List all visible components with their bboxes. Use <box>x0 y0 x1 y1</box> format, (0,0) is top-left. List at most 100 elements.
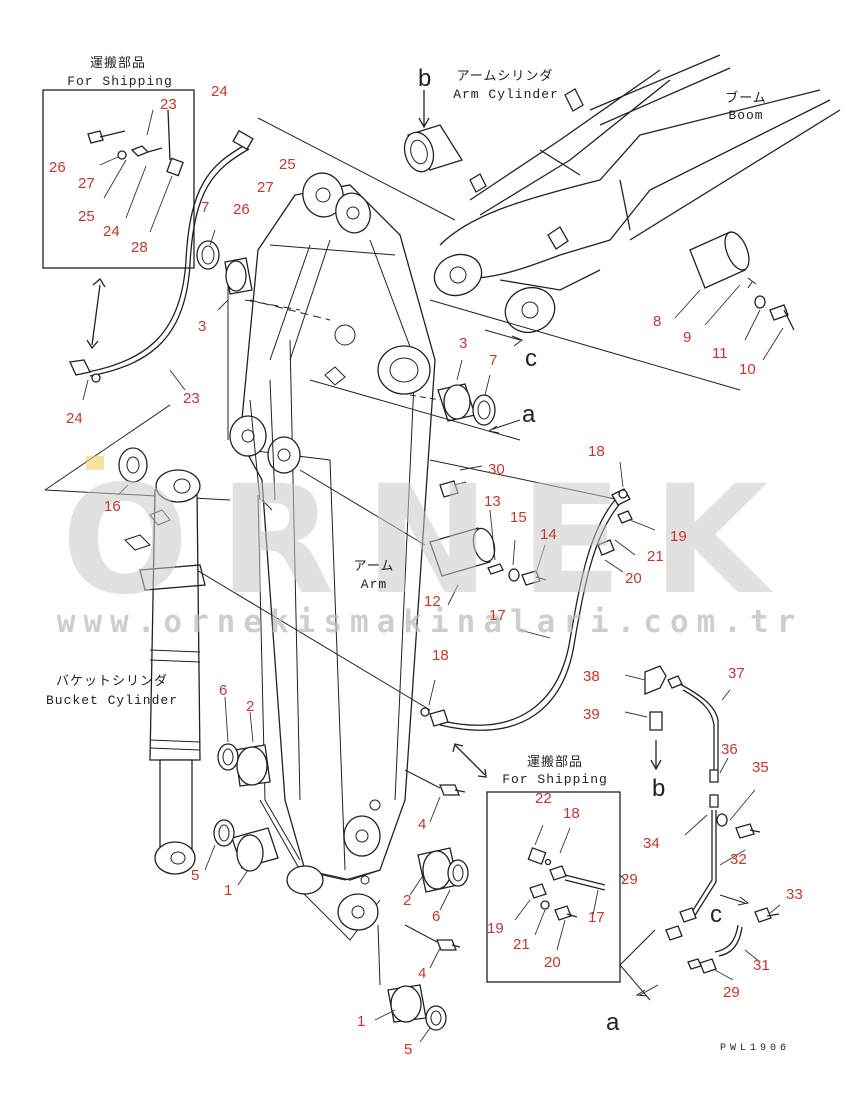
part-number: 5 <box>191 867 199 884</box>
part-number: 17 <box>489 607 506 624</box>
hose-17-center <box>420 461 656 731</box>
pin-8-assembly <box>674 231 795 361</box>
part-number: 18 <box>588 443 605 460</box>
part-number: 24 <box>66 410 83 427</box>
part-number: 7 <box>201 199 209 216</box>
part-number: 29 <box>621 871 638 888</box>
part-number: 23 <box>183 390 200 407</box>
pin-1-bottom <box>374 924 447 1043</box>
view-leader-lines <box>44 117 741 711</box>
shipping-bottom-jp-label: 運搬部品 <box>527 755 583 770</box>
shipping-bottom-en-label: For Shipping <box>502 772 608 787</box>
bucket-cylinder <box>124 469 206 875</box>
part-number: 24 <box>211 83 228 100</box>
part-number: 33 <box>786 886 803 903</box>
washer-16 <box>117 447 148 496</box>
part-number: 1 <box>224 882 232 899</box>
part-number: 35 <box>752 759 769 776</box>
drawing-code: PWL1906 <box>720 1043 790 1054</box>
part-number: 30 <box>488 461 505 478</box>
boom-en-label: Boom <box>728 108 763 123</box>
part-number: 9 <box>683 329 691 346</box>
part-number: 25 <box>279 156 296 173</box>
watermark-url: www.ornekismakinalari.com.tr <box>57 604 804 640</box>
part-number: 34 <box>643 835 660 852</box>
part-number: 29 <box>723 984 740 1001</box>
arm-jp-label: アーム <box>354 559 395 574</box>
part-number: 32 <box>730 851 747 868</box>
part-number: 10 <box>739 361 756 378</box>
piping-right <box>619 665 781 1001</box>
part-number: 28 <box>131 239 148 256</box>
arm-en-label: Arm <box>361 577 387 592</box>
part-number: 20 <box>625 570 642 587</box>
arm-cylinder-jp-label: アームシリンダ <box>457 69 554 84</box>
pin-12-assembly <box>429 509 547 606</box>
part-number: 19 <box>487 920 504 937</box>
dashed-lines <box>244 299 301 311</box>
part-number: 19 <box>670 528 687 545</box>
part-number: 6 <box>432 908 440 925</box>
part-number: 16 <box>104 498 121 515</box>
view-marker-a-bottom: a <box>606 1009 620 1036</box>
shipping-box-bottom: 運搬部品 For Shipping <box>486 755 626 983</box>
part-number: 13 <box>484 493 501 510</box>
part-number: 4 <box>418 965 426 982</box>
part-number: 38 <box>583 668 600 685</box>
part-number: 23 <box>160 96 177 113</box>
pin-1-left <box>204 819 279 886</box>
part-number: 6 <box>219 682 227 699</box>
view-marker-a-mid: a <box>522 401 536 428</box>
bushing-2-6-left <box>217 696 271 787</box>
arm-cylinder-bushing <box>403 90 463 173</box>
hose-23-left <box>69 129 254 401</box>
arm-body <box>227 172 436 941</box>
part-number: 25 <box>78 208 95 225</box>
component-labels: アームシリンダ Arm Cylinder ブーム Boom アーム Arm バケ… <box>46 69 767 708</box>
boom-jp-label: ブーム <box>725 90 767 106</box>
watermark: ORNEK www.ornekismakinalari.com.tr <box>57 454 804 640</box>
part-number: 1 <box>357 1013 365 1030</box>
bushing-3-7-mid <box>409 359 496 426</box>
part-number: 18 <box>563 805 580 822</box>
part-number: 11 <box>712 345 728 362</box>
view-markers: b c a b c a <box>418 65 722 1036</box>
part-number: 26 <box>233 201 250 218</box>
part-number: 21 <box>647 548 664 565</box>
part-number: 2 <box>403 892 411 909</box>
part-number: 37 <box>728 665 745 682</box>
shipping-arrow-left <box>86 278 106 350</box>
shipping-arrow-center <box>452 743 487 778</box>
bushing-3-7-left <box>196 229 331 321</box>
part-number: 8 <box>653 313 661 330</box>
part-number: 21 <box>513 936 530 953</box>
view-marker-b-top: b <box>418 65 431 92</box>
bucket-cylinder-jp-label: バケットシリンダ <box>56 674 168 689</box>
arm-cylinder-en-label: Arm Cylinder <box>453 87 559 102</box>
part-number: 24 <box>103 223 120 240</box>
part-number: 2 <box>246 698 254 715</box>
part-number: 20 <box>544 954 561 971</box>
shipping-top-en-label: For Shipping <box>67 74 173 89</box>
part-number: 12 <box>424 593 441 610</box>
grease-fitting-4-bottom <box>404 924 461 969</box>
grease-fitting-30 <box>439 465 483 498</box>
view-marker-c-right: c <box>710 901 722 928</box>
shipping-top-jp-label: 運搬部品 <box>90 56 146 71</box>
part-number: 31 <box>753 957 770 974</box>
part-number: 14 <box>540 526 557 543</box>
bushing-2-6-mid <box>409 847 469 911</box>
part-number: 15 <box>510 509 527 526</box>
part-number: 5 <box>404 1041 412 1058</box>
part-number: 3 <box>459 335 467 352</box>
part-number: 39 <box>583 706 600 723</box>
shipping-box-top: 運搬部品 For Shipping <box>42 56 195 269</box>
view-marker-c-mid: c <box>525 345 537 372</box>
boom-structure <box>433 54 841 334</box>
part-number: 26 <box>49 159 66 176</box>
part-number: 18 <box>432 647 449 664</box>
part-numbers: 23 26 27 25 24 28 24 25 27 26 7 3 24 23 … <box>49 83 803 1058</box>
watermark-brand: ORNEK <box>61 454 798 628</box>
